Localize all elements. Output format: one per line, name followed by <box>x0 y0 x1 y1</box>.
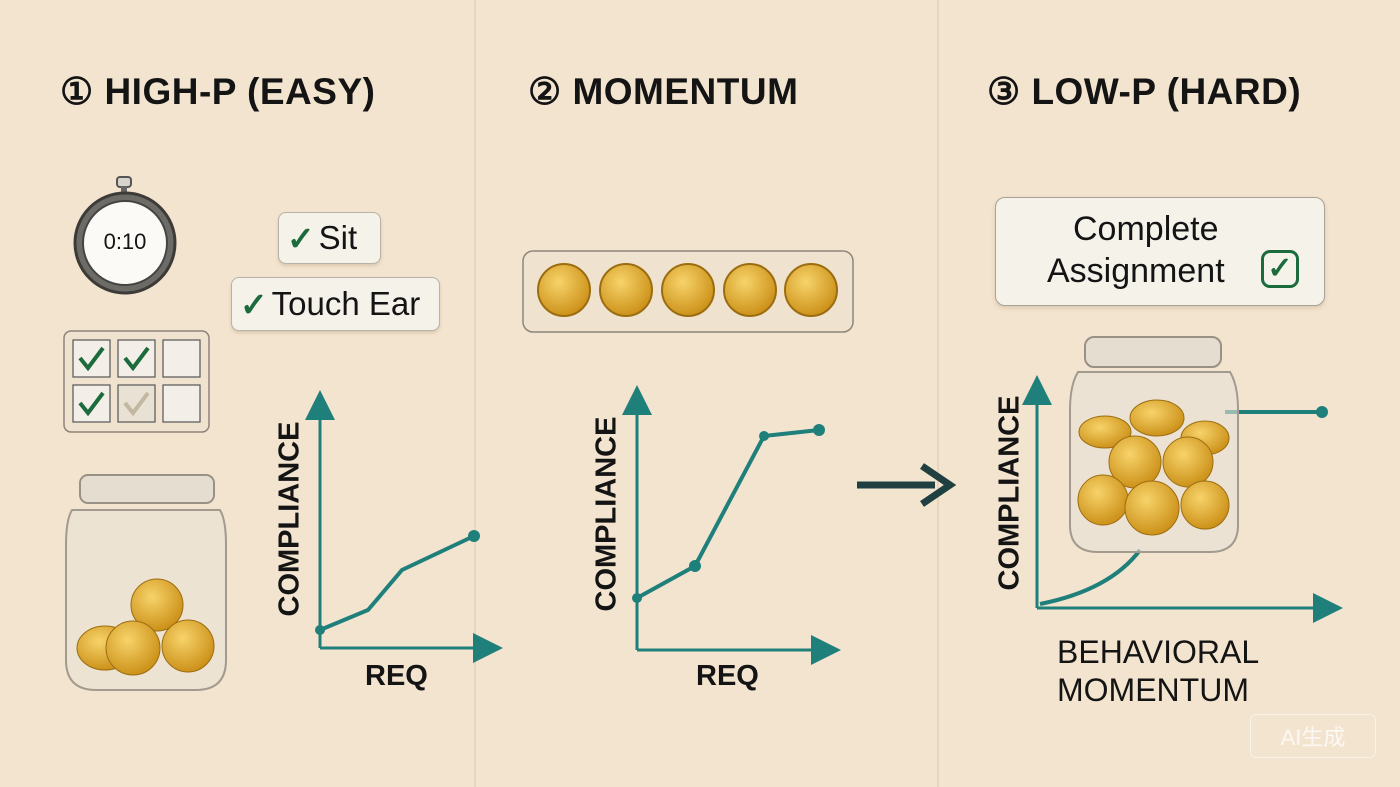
task-line-2: Assignment <box>1047 252 1225 290</box>
checkmark-icon: ✓ <box>240 285 268 323</box>
panel-divider <box>474 0 476 787</box>
x-axis-label-line-2: MOMENTUM <box>1057 672 1249 708</box>
x-axis-label-line-1: BEHAVIORAL <box>1057 634 1260 670</box>
y-axis-label: COMPLIANCE <box>993 395 1026 591</box>
task-chip-touch-ear: ✓ Touch Ear <box>231 277 440 331</box>
task-line-1: Complete <box>1073 210 1219 248</box>
y-axis-label: COMPLIANCE <box>273 421 306 617</box>
ai-generated-watermark: AI生成 <box>1250 714 1376 758</box>
coin-jar-small-icon <box>65 474 227 691</box>
panel-3-title: ③ LOW-P (HARD) <box>987 71 1302 112</box>
compliance-chart-1 <box>305 390 503 663</box>
checkmark-icon: ✓ <box>287 219 315 257</box>
checkbox-checked-icon: ✓ <box>1261 250 1299 288</box>
coin-tray <box>522 250 854 333</box>
compliance-chart-2 <box>622 385 841 665</box>
task-label: Sit <box>318 219 358 256</box>
x-axis-label: REQ <box>365 660 428 692</box>
task-label: Touch Ear <box>271 285 421 322</box>
checklist-grid-icon <box>63 330 210 433</box>
task-card-complete-assignment: Complete Assignment ✓ <box>995 197 1325 306</box>
panel-2-title: ② MOMENTUM <box>528 71 799 112</box>
panel-1-title: ① HIGH-P (EASY) <box>60 71 376 112</box>
timer-readout: 0:10 <box>103 229 147 254</box>
panel-divider <box>937 0 939 787</box>
right-arrow-icon <box>857 463 957 507</box>
task-chip-sit: ✓ Sit <box>278 212 381 264</box>
checkmark-icon: ✓ <box>1267 252 1293 285</box>
x-axis-label: REQ <box>696 660 759 692</box>
compliance-chart-3 <box>1022 375 1343 623</box>
stopwatch-icon <box>73 176 177 295</box>
y-axis-label: COMPLIANCE <box>590 416 623 612</box>
coin-jar-full-icon <box>1069 336 1239 553</box>
